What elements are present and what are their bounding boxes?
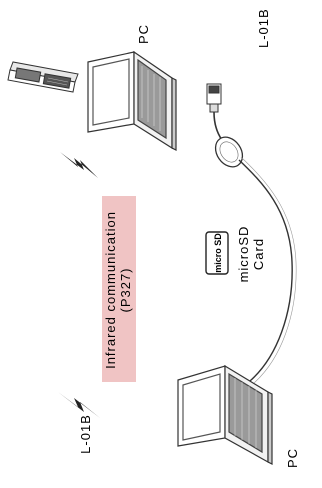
ir-label-line2: (P327) xyxy=(118,267,133,312)
microsd-logo-text: micro SD xyxy=(213,233,223,273)
pc-top-label: PC xyxy=(136,24,151,44)
lightning-icon xyxy=(58,392,100,418)
ir-label-line1: Infrared communication xyxy=(103,211,118,369)
laptop-icon xyxy=(88,52,176,150)
usb-plug-icon xyxy=(207,84,221,112)
mobile-phone-icon xyxy=(8,62,78,92)
microsd-logo-icon: micro SD xyxy=(206,232,228,274)
laptop-icon xyxy=(178,366,272,464)
l01b-top-label: L-01B xyxy=(256,8,271,48)
usb-cable xyxy=(214,112,222,140)
card-reader-icon xyxy=(210,132,248,172)
microsd-label-line2: Card xyxy=(251,238,266,270)
microsd-label-line1: microSD xyxy=(236,226,251,283)
pc-bottom-label: PC xyxy=(285,448,300,468)
lightning-icon xyxy=(60,152,98,178)
l01b-left-label: L-01B xyxy=(78,414,93,454)
